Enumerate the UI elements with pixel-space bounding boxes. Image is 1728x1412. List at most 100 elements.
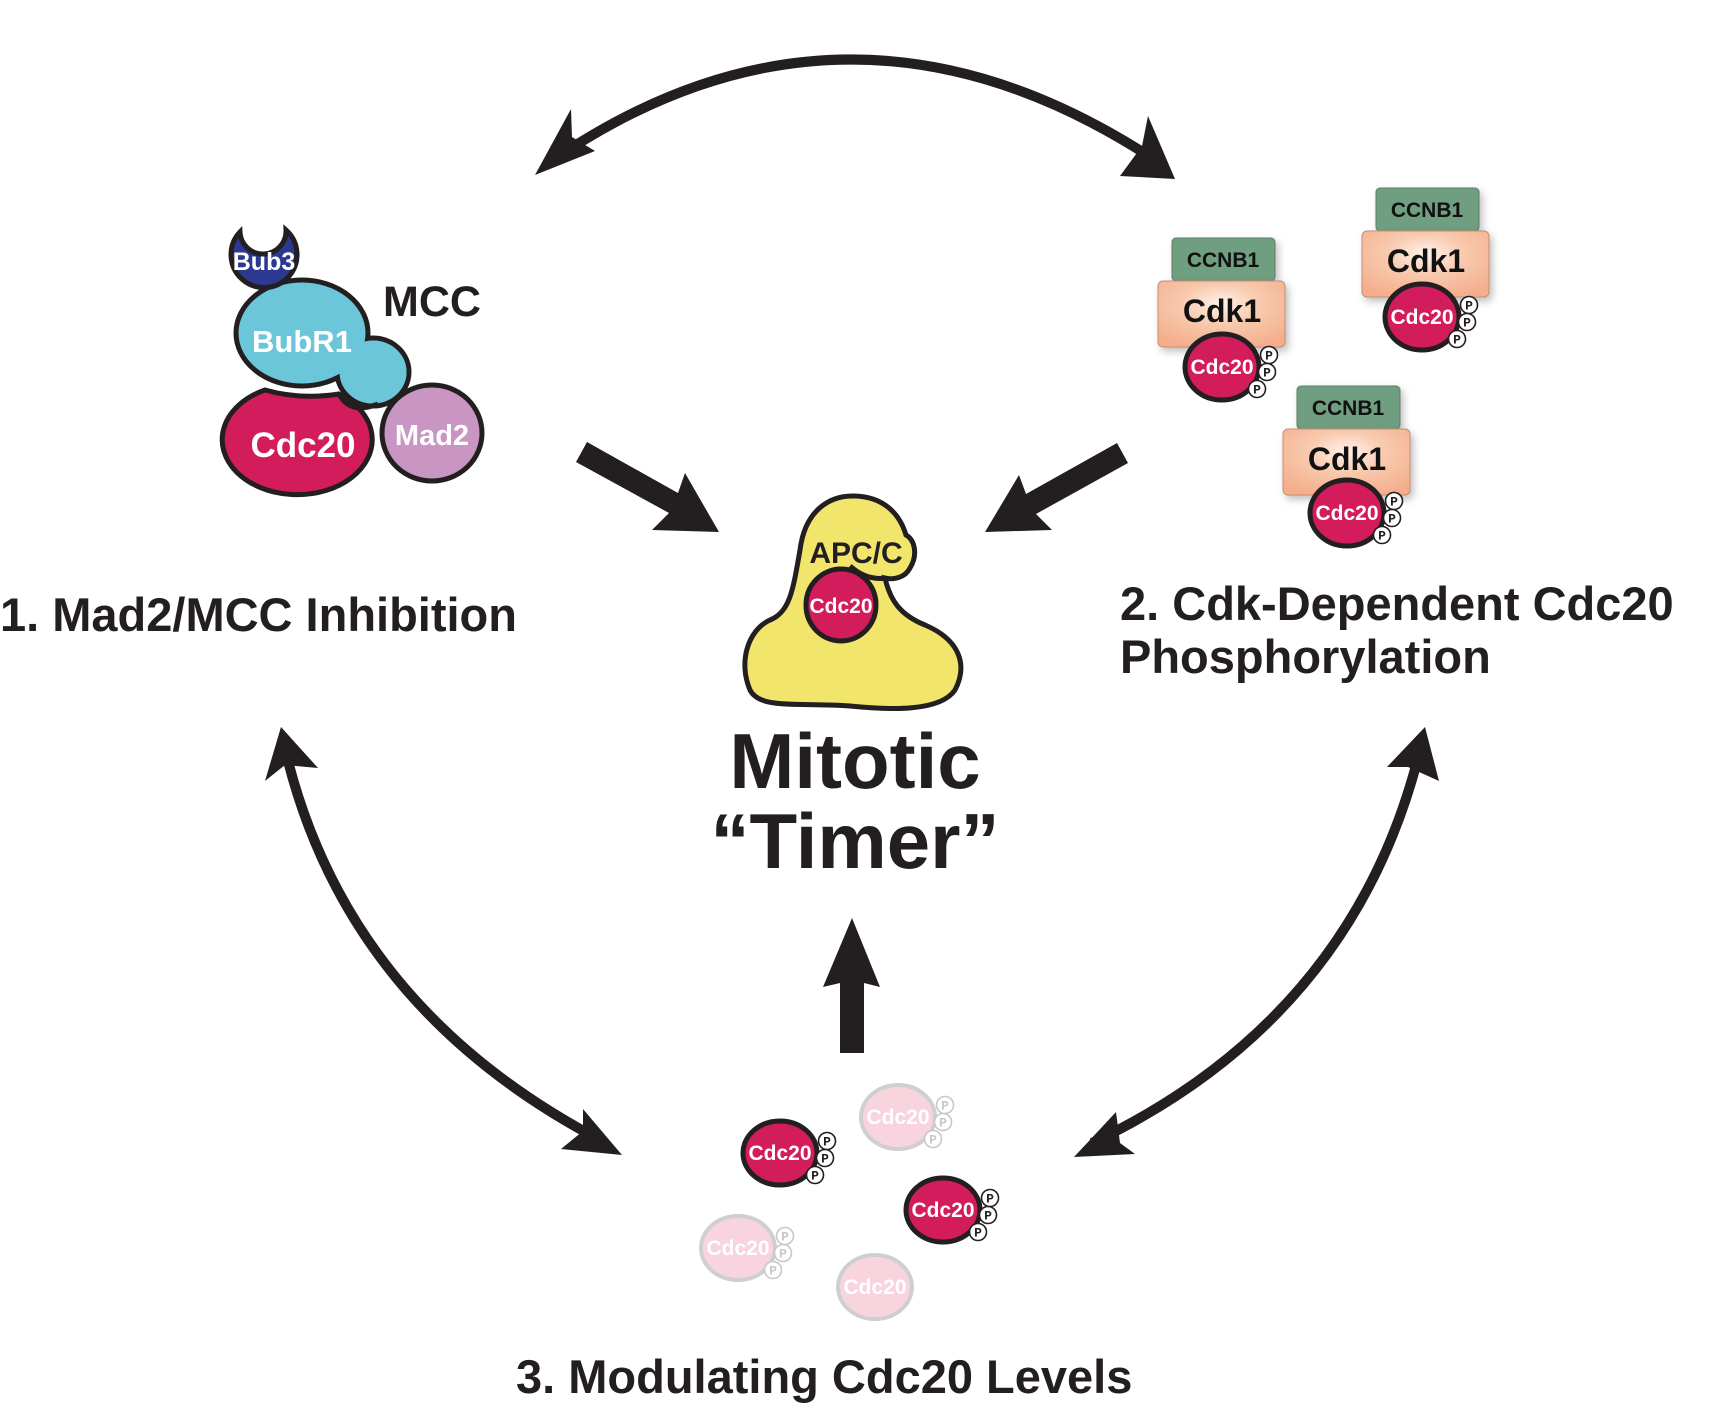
phosphate-group: P <box>968 1222 988 1242</box>
ccnb1-cyclin: CCNB1 <box>1375 187 1480 232</box>
phosphate-group: P <box>1247 379 1267 399</box>
phosphate-label: P <box>939 1116 947 1131</box>
ccnb1-label: CCNB1 <box>1391 199 1464 222</box>
apc-label: APC/C <box>809 537 902 570</box>
phosphate-group: P <box>775 1226 795 1246</box>
cdc20-label: Cdc20 <box>1390 306 1453 329</box>
cdc20-faded: Cdc20 <box>836 1253 914 1321</box>
arrowhead-left <box>535 109 595 175</box>
phosphate-group: P <box>933 1112 953 1132</box>
phosphate-group: P <box>978 1205 998 1225</box>
phosphate-label: P <box>929 1133 937 1148</box>
apc-cdc20-label: Cdc20 <box>809 595 872 618</box>
bub3-protein: Bub3 <box>228 224 300 291</box>
cdk1-kinase: Cdk1 <box>1157 280 1286 348</box>
phosphate-icon <box>1257 362 1277 382</box>
bubr1-label: BubR1 <box>252 324 352 359</box>
phosphate-label: P <box>1388 512 1396 527</box>
cdc20-label: Cdc20 <box>866 1106 929 1129</box>
mad2-label: Mad2 <box>395 420 469 452</box>
phosphate-label: P <box>781 1230 789 1245</box>
phosphate-icon <box>773 1243 793 1263</box>
arrowhead-up <box>265 727 318 781</box>
phosphate-label: P <box>1390 495 1398 510</box>
left-bidirectional-arrow <box>265 727 622 1155</box>
apc-cdc20 <box>803 566 879 644</box>
arrowhead-down <box>1074 1112 1135 1157</box>
phosphate-label: P <box>779 1247 787 1262</box>
cdk1-kinase: Cdk1 <box>1361 230 1490 298</box>
mad2-protein: Mad2 <box>379 382 485 484</box>
phosphate-group: P <box>1384 491 1404 511</box>
mcc-label: MCC <box>383 278 481 326</box>
arrowhead-right <box>1120 116 1175 179</box>
phosphate-label: P <box>941 1099 949 1114</box>
phosphate-icon <box>1382 508 1402 528</box>
phosphate-group: P <box>1382 508 1402 528</box>
bubr1-protein: BubR1 <box>233 277 412 409</box>
bub3-label: Bub3 <box>233 248 296 276</box>
phosphate-label: P <box>984 1209 992 1224</box>
phosphate-group: P <box>1372 525 1392 545</box>
cdc20-label: Cdc20 <box>1190 356 1253 379</box>
phosphate-icon <box>1447 329 1467 349</box>
phosphate-label: P <box>823 1135 831 1150</box>
cdk1-label: Cdk1 <box>1308 441 1386 477</box>
mechanism-1-label: 1. Mad2/MCC Inhibition <box>0 588 517 641</box>
phosphate-group: P <box>1259 345 1279 365</box>
ccnb1-label: CCNB1 <box>1312 397 1385 420</box>
phosphate-icon <box>1247 379 1267 399</box>
ccnb1-cyclin: CCNB1 <box>1296 385 1401 430</box>
mechanism-2-label-line1: 2. Cdk-Dependent Cdc20 <box>1120 577 1674 630</box>
cdk-to-apc-arrow <box>985 443 1128 532</box>
title-line1: Mitotic <box>729 717 980 805</box>
phosphate-label: P <box>986 1192 994 1207</box>
phosphate-label: P <box>1465 299 1473 314</box>
phosphate-label: P <box>1453 333 1461 348</box>
mcc-complex: BubR1 Bub3 Mad2 Cdc20 MCC <box>219 224 485 498</box>
phosphate-label: P <box>769 1264 777 1279</box>
phosphate-label: P <box>1253 383 1261 398</box>
mechanism-3-label: 3. Modulating Cdc20 Levels <box>516 1350 1132 1403</box>
phosphate-group: P <box>980 1188 1000 1208</box>
phosphate-icon <box>933 1112 953 1132</box>
cdk1-label: Cdk1 <box>1387 243 1465 279</box>
phosphate-icon <box>763 1260 783 1280</box>
arrowhead-up <box>1387 727 1439 781</box>
ccnb1-label: CCNB1 <box>1187 249 1260 272</box>
phosphate-group: P <box>817 1131 837 1151</box>
phosphate-label: P <box>811 1169 819 1184</box>
phosphate-group: P <box>763 1260 783 1280</box>
phosphate-icon <box>1457 312 1477 332</box>
mcc-cdc20-protein: Cdc20 <box>219 387 379 498</box>
cdk1-label: Cdk1 <box>1183 293 1261 329</box>
phosphate-group: P <box>1459 295 1479 315</box>
top-bidirectional-arrow <box>535 54 1175 179</box>
cdc20-label: Cdc20 <box>706 1237 769 1260</box>
cdc20-label: Cdc20 <box>748 1142 811 1165</box>
cdk1-kinase: Cdk1 <box>1282 428 1411 496</box>
phosphate-label: P <box>1463 316 1471 331</box>
phosphate-group: P <box>923 1129 943 1149</box>
phosphate-group: P <box>773 1243 793 1263</box>
phosphate-icon <box>805 1165 825 1185</box>
phosphate-icon <box>978 1205 998 1225</box>
phosphate-label: P <box>1378 529 1386 544</box>
cdc20-label: Cdc20 <box>843 1276 906 1299</box>
phosphate-label: P <box>821 1152 829 1167</box>
phosphate-group: P <box>815 1148 835 1168</box>
phosphate-label: P <box>1265 349 1273 364</box>
levels-to-timer-arrow <box>823 918 880 1053</box>
